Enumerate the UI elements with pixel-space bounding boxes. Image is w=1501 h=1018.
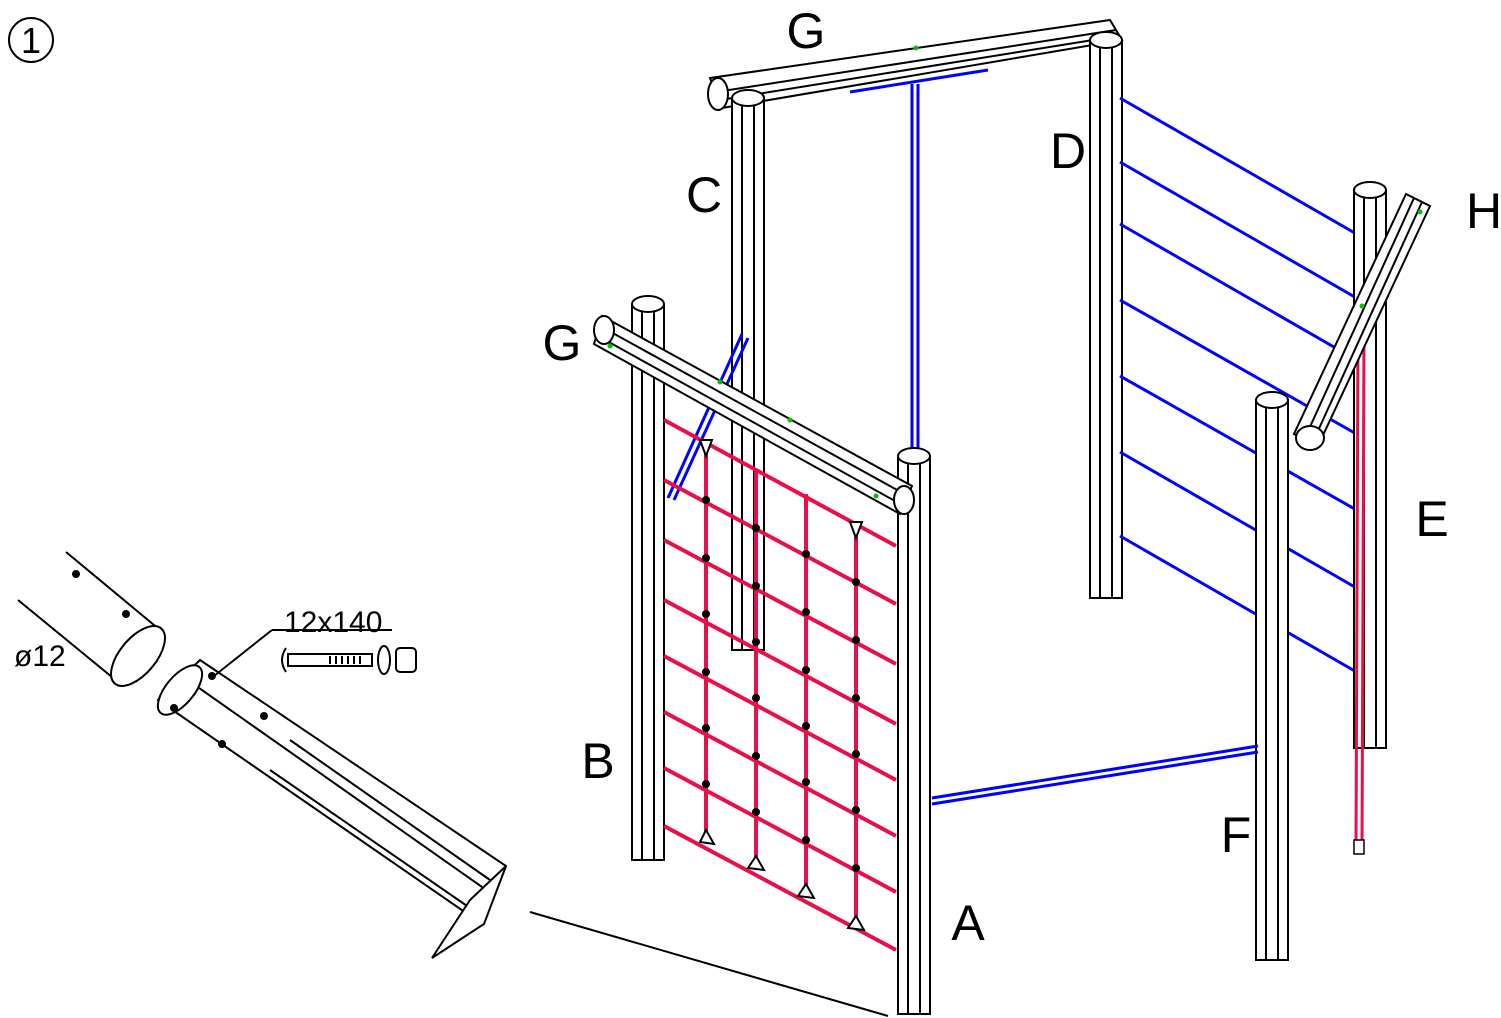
net-knots bbox=[702, 496, 860, 872]
tube-diameter-label: ø12 bbox=[14, 640, 66, 673]
climbing-rope bbox=[1353, 329, 1366, 855]
label-h: H bbox=[1466, 183, 1501, 239]
label-f: F bbox=[1221, 807, 1252, 863]
post-d bbox=[1089, 31, 1123, 599]
front-brace bbox=[666, 333, 750, 501]
post-b bbox=[631, 295, 665, 861]
lower-brace bbox=[931, 744, 1259, 806]
green-markers bbox=[607, 45, 1365, 499]
cargo-net bbox=[663, 418, 897, 952]
step-number: 1 bbox=[21, 20, 41, 61]
hanging-bar bbox=[849, 68, 989, 452]
bolt-size-label: 12x140 bbox=[284, 606, 382, 639]
net-fixings bbox=[698, 439, 866, 932]
front-beam-g bbox=[592, 314, 915, 516]
beam-h bbox=[1292, 192, 1432, 451]
step-marker: 1 bbox=[8, 17, 54, 63]
post-c bbox=[731, 89, 765, 651]
label-g-back: G bbox=[787, 3, 826, 59]
label-e: E bbox=[1415, 491, 1448, 547]
anchor-detail bbox=[17, 551, 889, 1017]
label-d: D bbox=[1050, 123, 1086, 179]
post-a bbox=[897, 447, 931, 1015]
back-beam-g bbox=[707, 18, 1124, 111]
label-a: A bbox=[951, 895, 985, 951]
bolt-set bbox=[281, 645, 417, 675]
post-f bbox=[1255, 391, 1289, 961]
ladder-rungs bbox=[1119, 96, 1361, 676]
label-b: B bbox=[581, 733, 614, 789]
label-c: C bbox=[686, 167, 722, 223]
label-g-front: G bbox=[543, 315, 582, 371]
